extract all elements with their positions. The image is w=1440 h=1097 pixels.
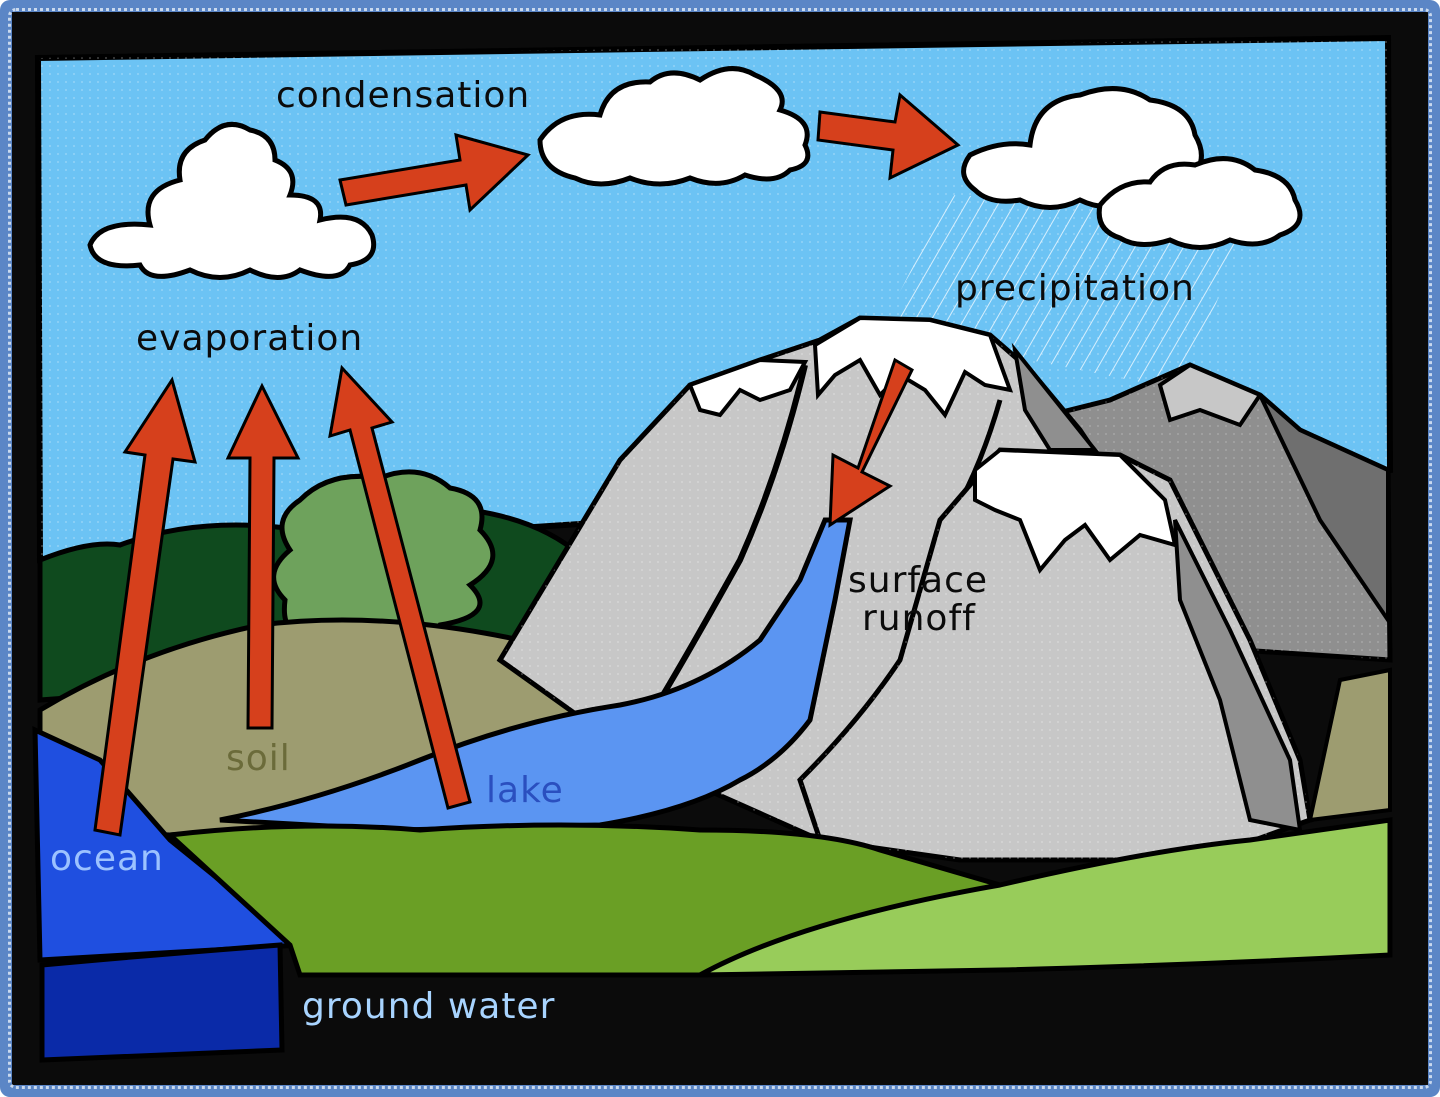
label-soil: soil	[226, 738, 291, 779]
cloud-precipitation-2	[1096, 156, 1303, 250]
arrow-evaporation-lake	[328, 364, 472, 810]
label-ocean: ocean	[50, 838, 164, 879]
label-condensation: condensation	[276, 75, 530, 116]
label-surface-runoff-line1: surface	[848, 560, 988, 601]
arrow-evaporation-ocean	[93, 376, 198, 837]
label-precipitation: precipitation	[955, 268, 1195, 309]
arrow-evaporation-soil	[225, 382, 301, 730]
cloud-condensation	[537, 66, 811, 187]
label-lake: lake	[486, 770, 564, 811]
snow-cap-front	[973, 447, 1178, 574]
label-ground-water: ground water	[302, 986, 555, 1027]
grass-light	[698, 817, 1393, 978]
snow-cap-left	[687, 357, 809, 418]
label-surface-runoff-line2: runoff	[862, 598, 976, 639]
arrow-surface-runoff	[828, 357, 914, 528]
snow-cap-top	[812, 315, 1014, 419]
cloud-evaporation	[87, 121, 377, 280]
arrow-to-precipitation	[816, 92, 961, 181]
label-evaporation: evaporation	[136, 318, 363, 359]
arrow-to-condensation	[338, 132, 531, 214]
ground-water	[39, 942, 285, 1063]
lake	[219, 517, 854, 833]
